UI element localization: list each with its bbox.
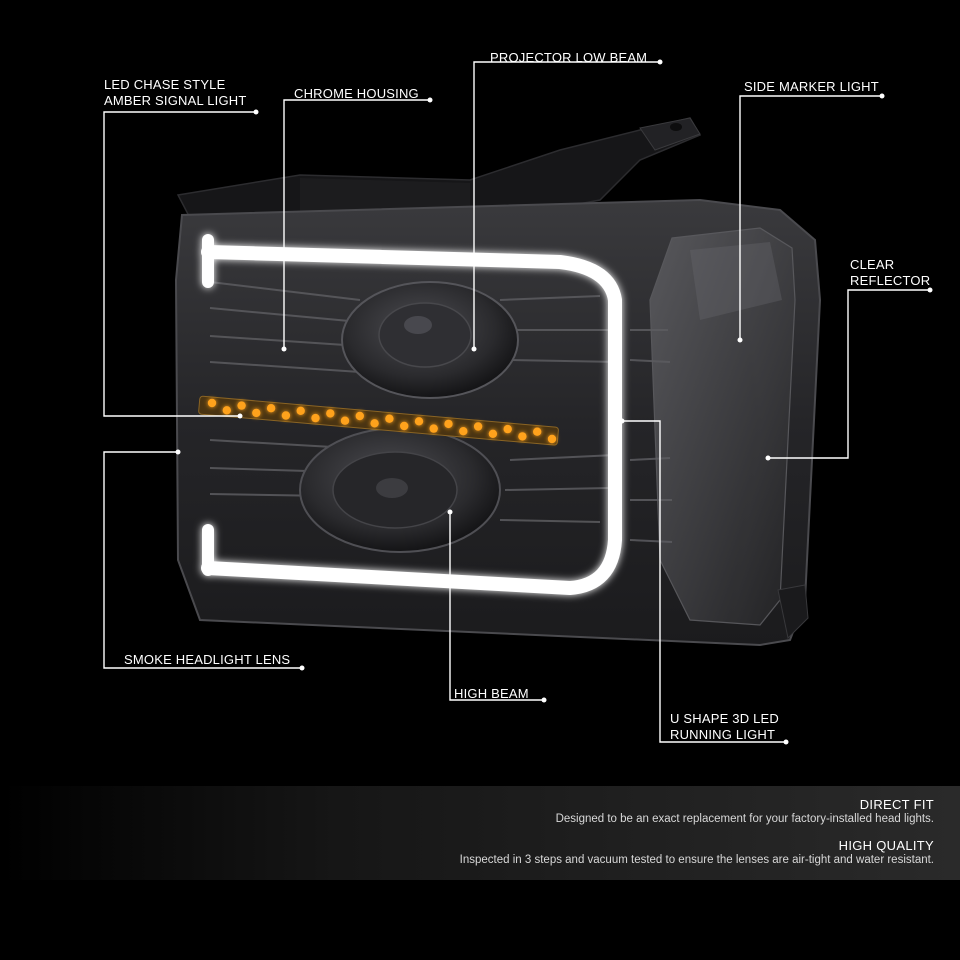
u-shape-led-drl (201, 234, 622, 595)
high-beam-reflector (299, 427, 501, 553)
callout-led-chase-signal: LED CHASE STYLE AMBER SIGNAL LIGHT (104, 77, 247, 109)
callout-u-shape-drl: U SHAPE 3D LED RUNNING LIGHT (670, 711, 779, 743)
amber-led-dot (459, 427, 468, 436)
callout-end-dots (175, 59, 933, 745)
callout-side-marker: SIDE MARKER LIGHT (744, 79, 879, 94)
amber-led-strip (198, 395, 559, 446)
callout-smoke-lens: SMOKE HEADLIGHT LENS (124, 652, 291, 667)
callout-led-chase-line1: LED CHASE STYLE (104, 77, 226, 92)
high-quality-title: HIGH QUALITY (838, 838, 934, 853)
amber-led-dot (400, 421, 409, 431)
amber-led-dot (370, 419, 379, 428)
amber-led-dot (385, 414, 394, 423)
amber-led-dot (281, 411, 291, 420)
amber-led-dot (340, 416, 350, 425)
direct-fit-desc: Designed to be an exact replacement for … (555, 813, 934, 825)
amber-led-dot (311, 413, 320, 423)
amber-led-dot (296, 406, 305, 415)
chrome-housing-louvers (209, 281, 673, 543)
amber-led-dot (252, 408, 261, 418)
callout-u-shape-line1: U SHAPE 3D LED (670, 711, 780, 726)
amber-led-dot (473, 422, 483, 431)
amber-led-dot (547, 434, 557, 444)
callout-u-shape-line2: RUNNING LIGHT (670, 727, 776, 742)
callout-high-beam: HIGH BEAM (454, 686, 529, 701)
amber-led-dot (266, 404, 276, 413)
callout-clear-reflector-line2: REFLECTOR (850, 273, 931, 288)
amber-led-dot (518, 432, 527, 441)
amber-led-dot (355, 411, 364, 421)
bottom-mount-tab (777, 584, 809, 640)
amber-led-dot (414, 417, 424, 426)
clear-reflector (649, 227, 796, 626)
callout-clear-reflector: CLEAR REFLECTOR (850, 257, 930, 289)
housing-back-bracket (176, 117, 702, 219)
amber-led-dot (533, 427, 542, 436)
feature-info-band: DIRECT FIT Designed to be an exact repla… (0, 786, 960, 880)
amber-led-dot (326, 409, 335, 418)
amber-led-dot (503, 424, 512, 434)
amber-led-dot (444, 419, 453, 429)
callout-chrome-housing: CHROME HOUSING (294, 86, 419, 101)
amber-led-dot (488, 429, 498, 438)
amber-led-dot (237, 401, 246, 410)
amber-led-dot (222, 406, 231, 415)
callout-projector-low-beam: PROJECTOR LOW BEAM (490, 50, 648, 65)
amber-led-dot (429, 424, 438, 433)
callout-clear-reflector-line1: CLEAR (850, 257, 895, 272)
projector-low-beam (341, 281, 519, 399)
callout-leader-lines (103, 61, 930, 743)
callout-led-chase-line2: AMBER SIGNAL LIGHT (104, 93, 247, 108)
high-quality-desc: Inspected in 3 steps and vacuum tested t… (459, 854, 934, 866)
amber-led-dot (207, 398, 217, 408)
direct-fit-title: DIRECT FIT (859, 797, 934, 812)
